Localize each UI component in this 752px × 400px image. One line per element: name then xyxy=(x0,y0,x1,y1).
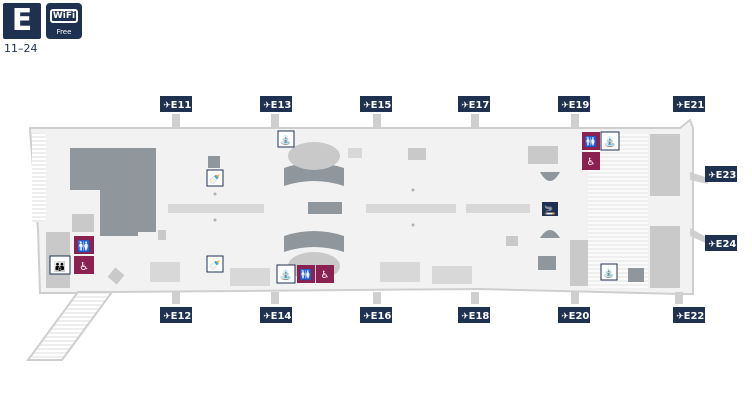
gate-plane-icon: ✈ xyxy=(163,312,171,322)
gate-label: E20 xyxy=(569,311,590,322)
gate-plane-icon: ✈ xyxy=(676,312,684,322)
svg-text:⛲: ⛲ xyxy=(603,267,614,279)
gate-plane-icon: ✈ xyxy=(708,240,716,250)
svg-text:🚻: 🚻 xyxy=(585,135,597,148)
gate-label: E11 xyxy=(171,100,192,111)
drinking-fountain-icon xyxy=(600,131,620,151)
nursing-room-icon xyxy=(206,169,224,187)
gate-plane-icon: ✈ xyxy=(263,101,271,111)
restroom-icon xyxy=(74,236,94,254)
gate-marker-e21: ✈E21 xyxy=(673,96,705,112)
gate-marker-e22: ✈E22 xyxy=(673,307,705,323)
accessible-icon xyxy=(74,256,94,274)
svg-text:🚻: 🚻 xyxy=(300,268,312,281)
gate-plane-icon: ✈ xyxy=(461,101,469,111)
restroom-icon xyxy=(297,265,315,283)
gate-plane-icon: ✈ xyxy=(263,312,271,322)
gate-marker-e20: ✈E20 xyxy=(558,307,590,323)
gate-marker-e18: ✈E18 xyxy=(458,307,490,323)
gate-marker-e12: ✈E12 xyxy=(160,307,192,323)
gate-label: E22 xyxy=(684,311,705,322)
gate-marker-e19: ✈E19 xyxy=(558,96,590,112)
gate-label: E17 xyxy=(469,100,490,111)
interior-blocks xyxy=(46,134,680,288)
misc-icons: ⛲ 🍼 🍼 🚬 ⛲ xyxy=(206,130,618,281)
gate-marker-e23: ✈E23 xyxy=(705,166,737,182)
wifi-free-label: Free xyxy=(56,28,72,36)
wifi-icon: WiFi xyxy=(50,9,78,23)
svg-text:⛲: ⛲ xyxy=(604,135,616,148)
restroom-cluster-bottom: ⛲ 🚻 ♿ xyxy=(276,264,334,284)
gate-label: E23 xyxy=(716,170,737,181)
nursing-room-icon xyxy=(206,255,224,273)
gate-label: E14 xyxy=(271,311,292,322)
walkway xyxy=(26,291,114,361)
gate-plane-icon: ✈ xyxy=(561,101,569,111)
gate-marker-e11: ✈E11 xyxy=(160,96,192,112)
svg-text:⛲: ⛲ xyxy=(280,134,291,146)
nursing-room-icon xyxy=(276,264,296,284)
concourse-floor xyxy=(29,118,694,295)
gate-label: E24 xyxy=(716,239,737,250)
gate-marker-e16: ✈E16 xyxy=(360,307,392,323)
gate-plane-icon: ✈ xyxy=(708,171,716,181)
gate-label: E13 xyxy=(271,100,292,111)
svg-text:♿: ♿ xyxy=(587,157,596,168)
gate-label: E19 xyxy=(569,100,590,111)
restroom-icon xyxy=(582,132,600,150)
gate-marker-e15: ✈E15 xyxy=(360,96,392,112)
restroom-cluster-right: 🚻 ⛲ ♿ xyxy=(582,131,620,170)
gate-label: E18 xyxy=(469,311,490,322)
smoking-room-icon xyxy=(542,202,558,216)
svg-text:👪: 👪 xyxy=(54,260,66,273)
restroom-cluster-left: 🚻 ♿ 👪 xyxy=(49,236,94,275)
accessible-icon xyxy=(316,265,334,283)
gate-plane-icon: ✈ xyxy=(676,101,684,111)
gate-range-label: 11–24 xyxy=(4,42,38,55)
seating-dots xyxy=(213,188,415,227)
svg-text:♿: ♿ xyxy=(321,270,330,281)
gate-plane-icon: ✈ xyxy=(363,312,371,322)
accessible-icon xyxy=(582,152,600,170)
svg-text:🍼: 🍼 xyxy=(209,259,220,271)
gate-label: E15 xyxy=(371,100,392,111)
wifi-free-badge: WiFi Free xyxy=(46,3,82,39)
svg-text:♿: ♿ xyxy=(79,260,89,273)
gate-plane-icon: ✈ xyxy=(363,101,371,111)
gate-label: E21 xyxy=(684,100,705,111)
gate-plane-icon: ✈ xyxy=(461,312,469,322)
gate-connectors xyxy=(172,114,708,304)
gate-marker-e14: ✈E14 xyxy=(260,307,292,323)
gate-marker-e24: ✈E24 xyxy=(705,235,737,251)
svg-text:🚻: 🚻 xyxy=(77,240,91,253)
gate-label: E16 xyxy=(371,311,392,322)
drinking-fountain-icon xyxy=(277,130,295,148)
svg-text:⛲: ⛲ xyxy=(280,268,292,281)
gate-plane-icon: ✈ xyxy=(561,312,569,322)
family-restroom-icon xyxy=(49,255,71,275)
svg-text:🍼: 🍼 xyxy=(209,173,220,185)
gate-marker-e17: ✈E17 xyxy=(458,96,490,112)
gate-label: E12 xyxy=(171,311,192,322)
drinking-fountain-icon xyxy=(600,263,618,281)
gate-plane-icon: ✈ xyxy=(163,101,171,111)
concourse-letter-badge: E xyxy=(3,3,41,39)
gate-marker-e13: ✈E13 xyxy=(260,96,292,112)
svg-text:🚬: 🚬 xyxy=(544,204,555,216)
